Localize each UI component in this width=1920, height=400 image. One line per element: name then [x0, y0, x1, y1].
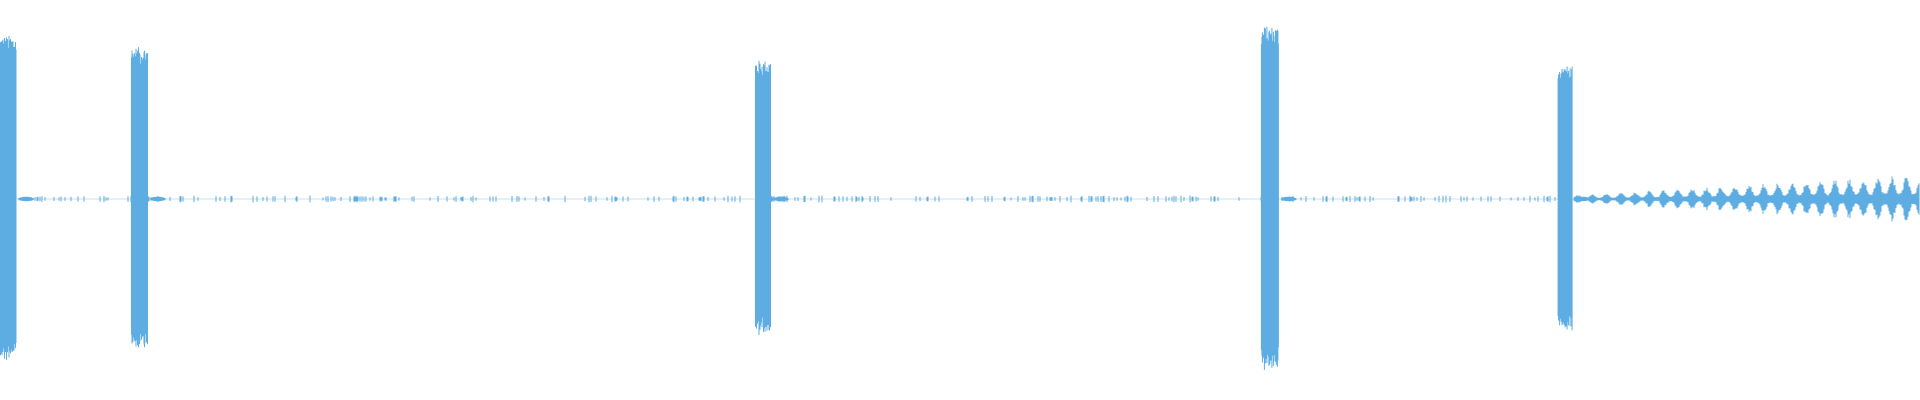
waveform-noise: [4, 176, 1920, 222]
waveform-decay-blip: [18, 196, 35, 202]
waveform-burst-shape: [131, 47, 148, 348]
waveform-burst-shape: [1260, 26, 1279, 370]
waveform-decay-blip: [1280, 196, 1297, 202]
waveform-burst-shape: [0, 36, 17, 360]
waveform-noise-shape: [4, 176, 1920, 222]
waveform-burst-4: [1260, 26, 1297, 370]
waveform-burst-shape: [1557, 66, 1573, 331]
waveform-burst-shape: [755, 60, 771, 336]
